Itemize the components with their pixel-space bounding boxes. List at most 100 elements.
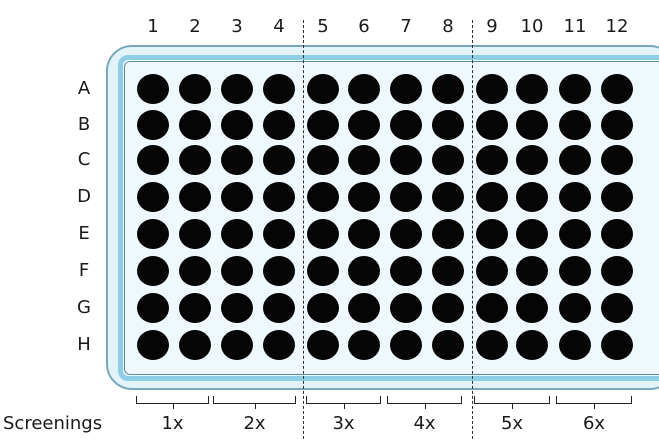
well-F8 (432, 256, 464, 286)
row-label-H: H (72, 335, 96, 355)
well-D2 (179, 182, 211, 212)
well-D8 (432, 182, 464, 212)
well-C12 (601, 145, 633, 175)
row-label-D: D (72, 187, 96, 207)
row-label-B: B (72, 115, 96, 135)
well-B7 (390, 110, 422, 140)
well-G11 (559, 293, 591, 323)
column-label-12: 12 (606, 17, 629, 37)
well-D3 (221, 182, 253, 212)
well-A3 (221, 74, 253, 104)
well-E4 (263, 219, 295, 249)
well-B3 (221, 110, 253, 140)
well-D4 (263, 182, 295, 212)
divider-after-col-8 (472, 20, 473, 439)
well-B2 (179, 110, 211, 140)
well-A7 (390, 74, 422, 104)
column-label-4: 4 (273, 17, 284, 37)
well-C11 (559, 145, 591, 175)
well-A12 (601, 74, 633, 104)
screening-group-label-4x: 4x (413, 414, 435, 434)
well-B11 (559, 110, 591, 140)
well-D6 (348, 182, 380, 212)
well-E10 (516, 219, 548, 249)
column-label-5: 5 (317, 17, 328, 37)
well-E1 (137, 219, 169, 249)
well-E12 (601, 219, 633, 249)
well-A1 (137, 74, 169, 104)
well-E11 (559, 219, 591, 249)
well-B6 (348, 110, 380, 140)
column-label-6: 6 (358, 17, 369, 37)
well-G7 (390, 293, 422, 323)
well-C2 (179, 145, 211, 175)
row-label-F: F (72, 261, 96, 281)
well-A5 (307, 74, 339, 104)
screening-bracket-4x (387, 396, 462, 408)
well-B8 (432, 110, 464, 140)
well-H8 (432, 330, 464, 360)
well-G4 (263, 293, 295, 323)
column-label-2: 2 (189, 17, 200, 37)
well-A11 (559, 74, 591, 104)
well-C4 (263, 145, 295, 175)
well-G10 (516, 293, 548, 323)
row-label-E: E (72, 224, 96, 244)
well-F10 (516, 256, 548, 286)
well-H10 (516, 330, 548, 360)
screening-bracket-1x (136, 396, 209, 408)
well-F3 (221, 256, 253, 286)
well-G9 (476, 293, 508, 323)
well-D7 (390, 182, 422, 212)
well-H4 (263, 330, 295, 360)
well-A2 (179, 74, 211, 104)
plate-well-area (124, 61, 659, 375)
well-B12 (601, 110, 633, 140)
row-label-G: G (72, 298, 96, 318)
well-H1 (137, 330, 169, 360)
row-label-C: C (72, 150, 96, 170)
well-E3 (221, 219, 253, 249)
well-G8 (432, 293, 464, 323)
well-C10 (516, 145, 548, 175)
well-A6 (348, 74, 380, 104)
well-D5 (307, 182, 339, 212)
well-H12 (601, 330, 633, 360)
well-A10 (516, 74, 548, 104)
well-A9 (476, 74, 508, 104)
well-H2 (179, 330, 211, 360)
well-A4 (263, 74, 295, 104)
well-C1 (137, 145, 169, 175)
screening-bracket-6x (556, 396, 632, 408)
well-C6 (348, 145, 380, 175)
column-label-7: 7 (400, 17, 411, 37)
well-E6 (348, 219, 380, 249)
row-label-A: A (72, 79, 96, 99)
screening-group-label-3x: 3x (332, 414, 354, 434)
screening-group-label-6x: 6x (583, 414, 605, 434)
well-F1 (137, 256, 169, 286)
column-label-9: 9 (486, 17, 497, 37)
well-D12 (601, 182, 633, 212)
well-E5 (307, 219, 339, 249)
well-F11 (559, 256, 591, 286)
well-C8 (432, 145, 464, 175)
well-H5 (307, 330, 339, 360)
column-label-11: 11 (564, 17, 587, 37)
screening-bracket-5x (474, 396, 550, 408)
well-G3 (221, 293, 253, 323)
well-H3 (221, 330, 253, 360)
well-D10 (516, 182, 548, 212)
well-C9 (476, 145, 508, 175)
column-label-10: 10 (521, 17, 544, 37)
well-E9 (476, 219, 508, 249)
well-F12 (601, 256, 633, 286)
screening-bracket-3x (306, 396, 381, 408)
screenings-label: Screenings (3, 414, 102, 434)
well-H9 (476, 330, 508, 360)
well-D1 (137, 182, 169, 212)
column-label-3: 3 (231, 17, 242, 37)
well-G1 (137, 293, 169, 323)
well-G2 (179, 293, 211, 323)
column-label-1: 1 (147, 17, 158, 37)
